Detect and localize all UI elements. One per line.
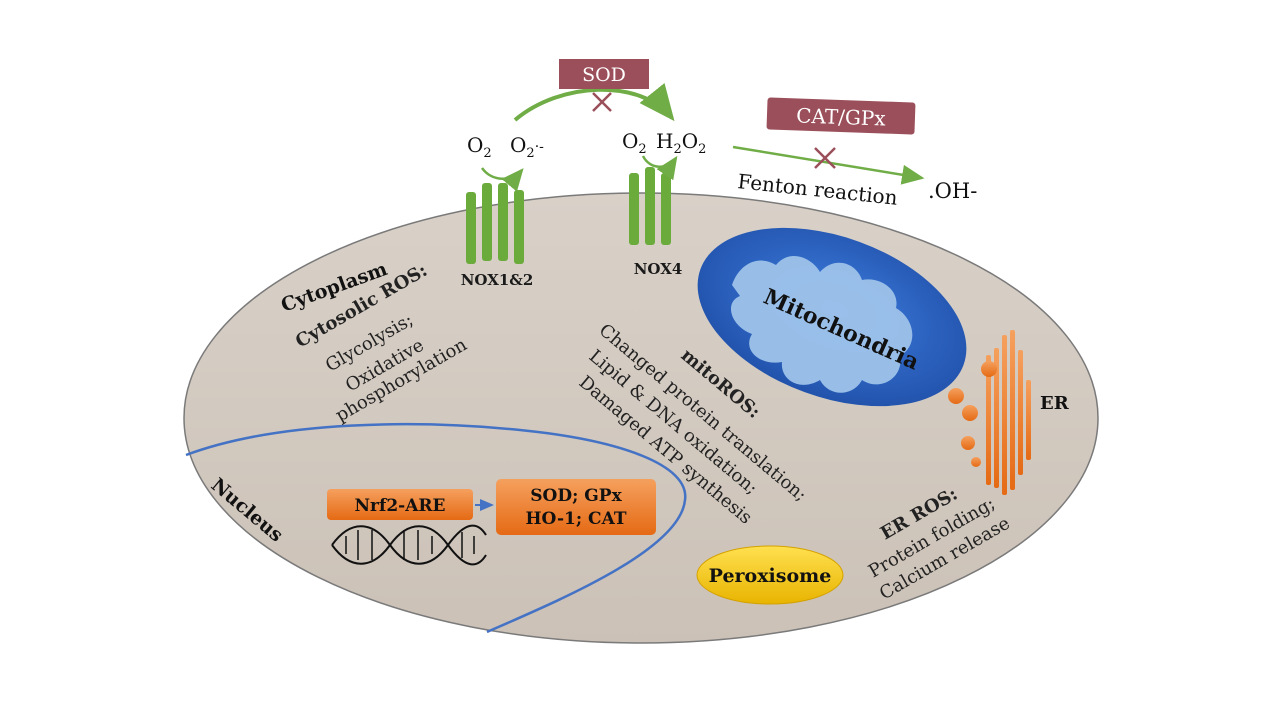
endoplasmic-reticulum	[948, 330, 1031, 495]
peroxisome: Peroxisome	[696, 545, 844, 605]
superoxide: O2·-	[510, 133, 544, 161]
svg-text:O2: O2	[622, 129, 647, 157]
sod-conversion-arrow	[513, 83, 675, 122]
sod-inhibition-x	[592, 92, 612, 112]
sod-enzyme-box: SOD	[559, 59, 649, 89]
peroxisome-label: Peroxisome	[709, 565, 832, 587]
nox12-label: NOX1&2	[461, 271, 534, 289]
o2-left: O2	[467, 133, 492, 161]
cat-gpx-enzyme-box: CAT/GPx	[766, 97, 916, 135]
nrf2-are-label: Nrf2-ARE	[355, 496, 446, 516]
nucleus-boundary	[185, 423, 687, 634]
svg-text:H2O2: H2O2	[656, 129, 706, 157]
targets-line-1: SOD; GPx	[530, 486, 622, 506]
dna-helix	[331, 524, 487, 566]
cat-gpx-label: CAT/GPx	[796, 103, 887, 130]
er-label: ER	[1040, 393, 1070, 414]
sod-label: SOD	[582, 64, 626, 86]
hydroxyl-radical: .OH-	[928, 179, 977, 203]
o2-right: O2	[622, 129, 647, 157]
antioxidant-targets-box: SOD; GPx HO-1; CAT	[496, 479, 656, 535]
nox12-conversion-arrow	[480, 167, 524, 192]
nox4-conversion-arrow	[641, 155, 678, 181]
fenton-arrow	[732, 145, 925, 185]
targets-line-2: HO-1; CAT	[525, 509, 626, 529]
svg-text:O2: O2	[467, 133, 492, 161]
mitochondria-cristae	[730, 256, 913, 393]
nox12-channel	[466, 183, 524, 264]
mitochondria: Mitochondria	[697, 227, 967, 407]
cat-gpx-inhibition-x	[814, 147, 836, 169]
nox4-channel	[629, 167, 671, 245]
hydrogen-peroxide: H2O2	[656, 129, 706, 157]
nrf2-are-box: Nrf2-ARE	[327, 489, 473, 520]
nox4-label: NOX4	[634, 260, 683, 278]
svg-text:O2·-: O2·-	[510, 133, 544, 161]
